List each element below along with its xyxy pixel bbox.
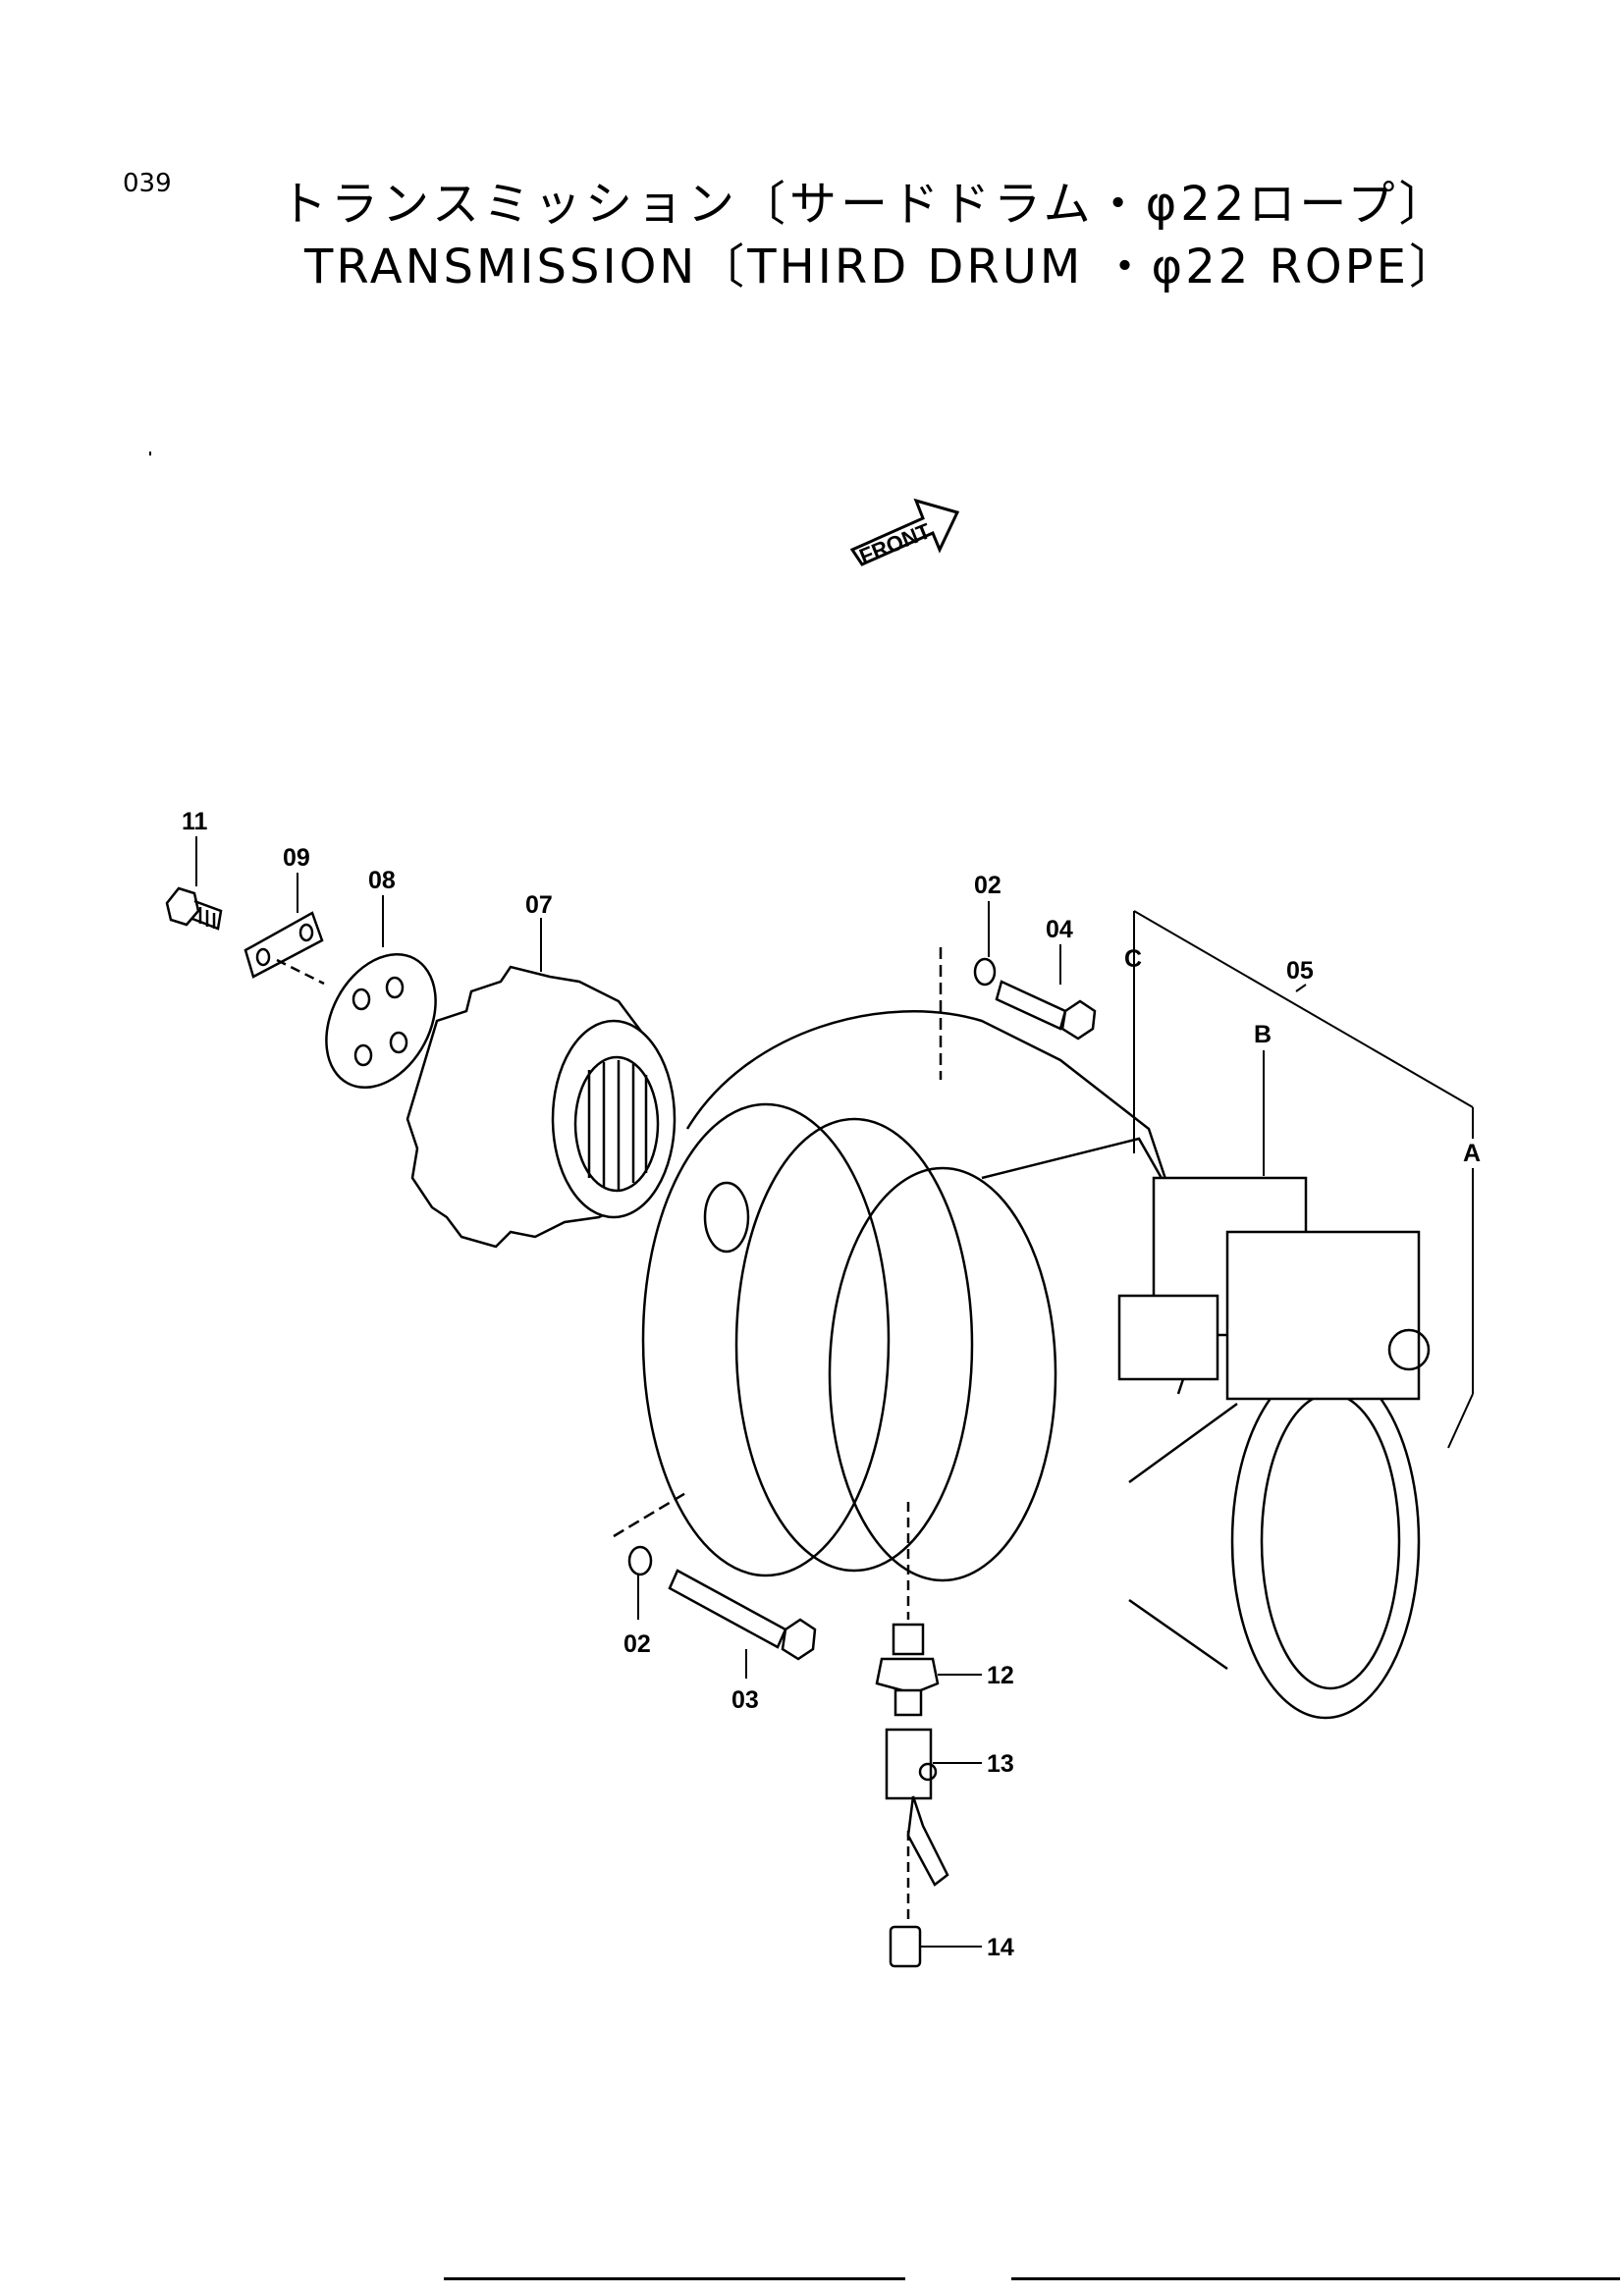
callout-B: B bbox=[1254, 1021, 1272, 1048]
stray-mark bbox=[149, 452, 151, 455]
washer-02-top bbox=[973, 957, 997, 987]
front-arrow-icon: FRONT bbox=[849, 498, 960, 569]
callout-02-bottom: 02 bbox=[623, 1630, 651, 1658]
callout-08: 08 bbox=[368, 867, 396, 894]
callout-12: 12 bbox=[987, 1662, 1014, 1689]
spline-gear-07 bbox=[406, 965, 677, 1249]
cover-disc-08 bbox=[325, 952, 437, 1090]
nipple-12 bbox=[875, 1502, 940, 1717]
callout-13: 13 bbox=[987, 1750, 1014, 1778]
plug-14 bbox=[889, 1925, 922, 1968]
title-english: TRANSMISSION〔THIRD DRUM ・φ22 ROPE〕 bbox=[304, 240, 1459, 294]
front-arrow-label: FRONT bbox=[856, 518, 935, 569]
callout-05: 05 bbox=[1286, 957, 1314, 985]
cock-valve-13 bbox=[885, 1728, 949, 1919]
bolt-04 bbox=[995, 980, 1097, 1041]
page-number: 039 bbox=[123, 169, 172, 198]
callout-04: 04 bbox=[1046, 916, 1073, 943]
drum-housing bbox=[641, 1010, 1431, 1720]
bolt-03 bbox=[668, 1569, 817, 1661]
callout-07: 07 bbox=[525, 891, 553, 919]
callout-14: 14 bbox=[987, 1934, 1014, 1961]
callout-C: C bbox=[1124, 945, 1142, 973]
title-japanese: トランスミッション〔サードドラム・φ22ロープ〕 bbox=[280, 177, 1450, 232]
lock-plate-09 bbox=[244, 911, 324, 979]
footer-rule bbox=[444, 2277, 905, 2280]
callout-11: 11 bbox=[182, 808, 208, 835]
footer-rule bbox=[1011, 2277, 1620, 2280]
washer-02-bottom bbox=[627, 1545, 653, 1576]
callout-A: A bbox=[1463, 1140, 1481, 1167]
callout-09: 09 bbox=[283, 844, 310, 872]
bolt-11 bbox=[165, 886, 223, 931]
callout-03: 03 bbox=[731, 1686, 759, 1714]
callout-02-top: 02 bbox=[974, 872, 1001, 899]
leader-lines bbox=[195, 836, 1474, 1948]
assembly-line bbox=[613, 1490, 688, 1538]
assembly-line bbox=[276, 958, 325, 986]
